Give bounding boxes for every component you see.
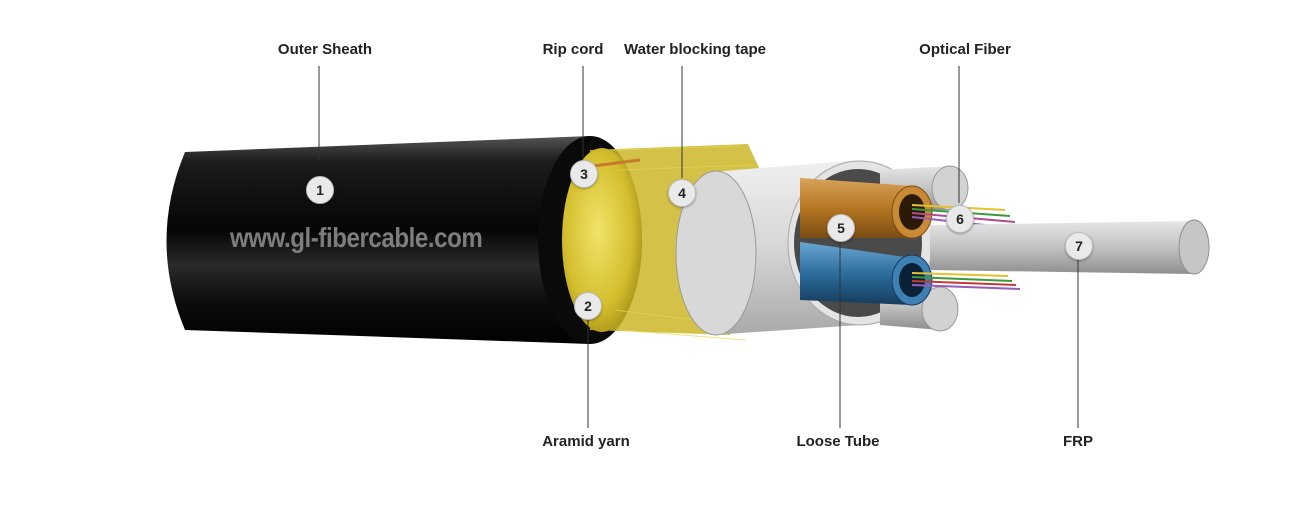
- label-outer-sheath: Outer Sheath: [277, 41, 373, 58]
- rip-cord-shape: [592, 158, 641, 168]
- badge-7: 7: [1065, 232, 1093, 260]
- badge-3: 3: [570, 160, 598, 188]
- label-frp: FRP: [1063, 433, 1093, 450]
- frp-rod-shape: [930, 219, 1210, 275]
- badge-1: 1: [306, 176, 334, 204]
- label-water-blocking-tape: Water blocking tape: [624, 41, 766, 58]
- watermark-url: www.gl-fibercable.com: [230, 222, 483, 253]
- leader-lines: [318, 66, 1079, 428]
- label-optical-fiber: Optical Fiber: [919, 41, 1011, 58]
- badge-4: 4: [668, 179, 696, 207]
- badge-2: 2: [574, 292, 602, 320]
- badge-6: 6: [946, 205, 974, 233]
- loose-tube-shapes: [800, 178, 933, 306]
- label-rip-cord: Rip cord: [542, 41, 604, 58]
- badge-5: 5: [827, 214, 855, 242]
- label-loose-tube: Loose Tube: [796, 433, 880, 450]
- label-aramid-yarn: Aramid yarn: [542, 433, 630, 450]
